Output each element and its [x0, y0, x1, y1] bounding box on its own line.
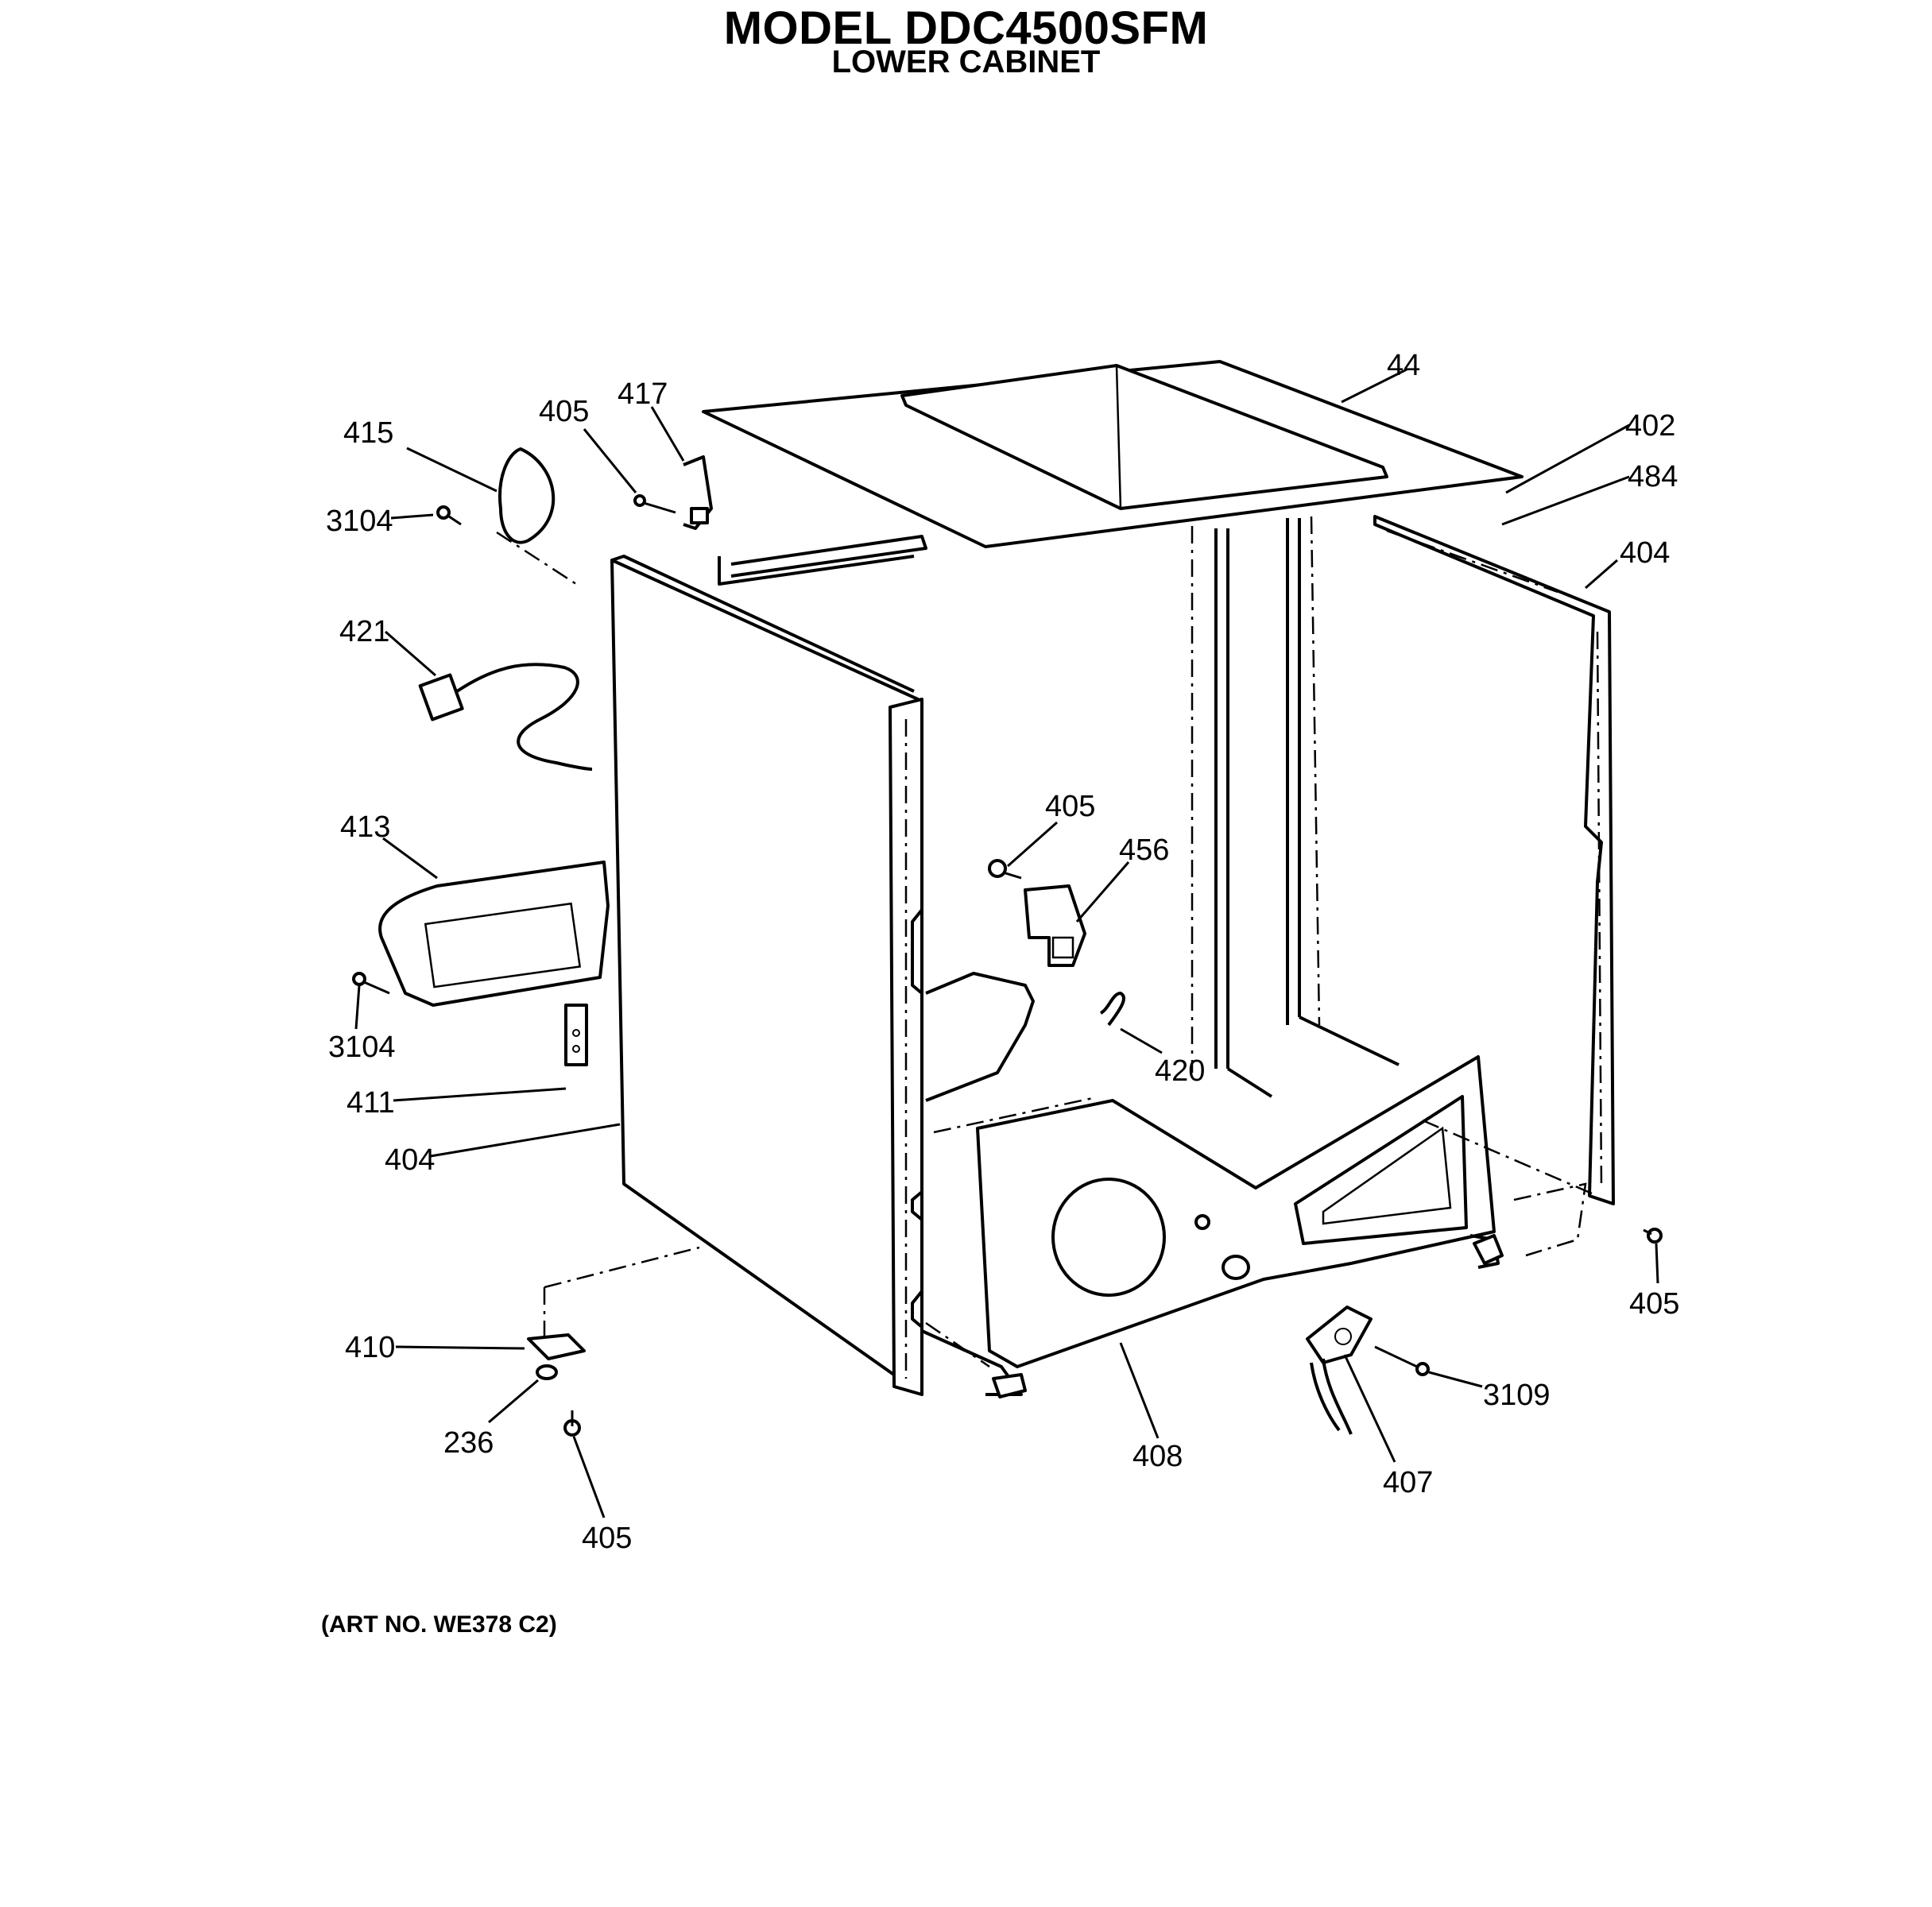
leader-lines	[354, 368, 1659, 1518]
callout-3109: 3109	[1483, 1379, 1551, 1412]
callout-405-top: 405	[539, 395, 589, 428]
thermostat-407-part	[1306, 1306, 1373, 1435]
callout-456: 456	[1119, 834, 1169, 867]
screw-3109-part	[1374, 1345, 1430, 1376]
callout-405-mid: 405	[1045, 790, 1095, 823]
diagram-title: MODEL DDC4500SFM	[723, 2, 1209, 54]
callout-44: 44	[1387, 349, 1420, 382]
screw-3104-mid-part	[352, 972, 390, 995]
switch-411-part	[564, 1004, 588, 1066]
diagram-subtitle: LOWER CABINET	[831, 44, 1101, 79]
foot-236-part	[536, 1364, 558, 1380]
rear-cabinet-frame	[718, 516, 1400, 1098]
top-cover-part	[702, 360, 1524, 548]
right-side-panel-part	[1373, 515, 1615, 1205]
callout-408: 408	[1132, 1440, 1183, 1473]
power-cord-421-part	[418, 663, 593, 771]
bracket-456-part	[1024, 884, 1086, 967]
callout-402: 402	[1625, 409, 1675, 443]
callout-404-right: 404	[1620, 536, 1670, 570]
left-side-panel-part	[610, 555, 923, 1396]
callout-417: 417	[618, 377, 668, 411]
door-switch-415-part	[496, 447, 577, 586]
callout-3104-top: 3104	[326, 505, 393, 538]
callout-413: 413	[340, 810, 390, 844]
screw-405-right-part	[1643, 1228, 1663, 1244]
art-number: (ART NO. WE378 C2)	[321, 1611, 557, 1638]
callout-411: 411	[347, 1086, 395, 1120]
callout-236: 236	[443, 1426, 494, 1460]
screw-405-mid-part	[988, 859, 1022, 880]
screw-405-top-part	[633, 494, 676, 514]
callout-415: 415	[343, 416, 393, 450]
screw-405-bottom-part	[563, 1410, 581, 1437]
callout-410: 410	[345, 1331, 395, 1364]
callout-484: 484	[1628, 460, 1678, 493]
base-front-panel-part	[921, 972, 1598, 1396]
callout-421: 421	[339, 615, 389, 648]
callout-405-bottom: 405	[582, 1522, 632, 1555]
callout-420: 420	[1155, 1054, 1205, 1088]
foot-408-leg-part	[992, 1234, 1504, 1398]
callout-labels: 44 402 484 404 415 405 417 3104 421 413 …	[326, 349, 1679, 1555]
callout-404-left: 404	[385, 1143, 435, 1177]
leveling-bracket-410-part	[527, 1246, 700, 1360]
access-cover-413-part	[378, 861, 610, 1007]
bracket-417-part	[683, 455, 713, 530]
screw-3104-top-part	[436, 505, 462, 526]
clip-420-part	[1099, 992, 1125, 1027]
callout-407: 407	[1383, 1466, 1433, 1499]
callout-3104-mid: 3104	[328, 1031, 396, 1064]
callout-405-right: 405	[1629, 1287, 1679, 1321]
